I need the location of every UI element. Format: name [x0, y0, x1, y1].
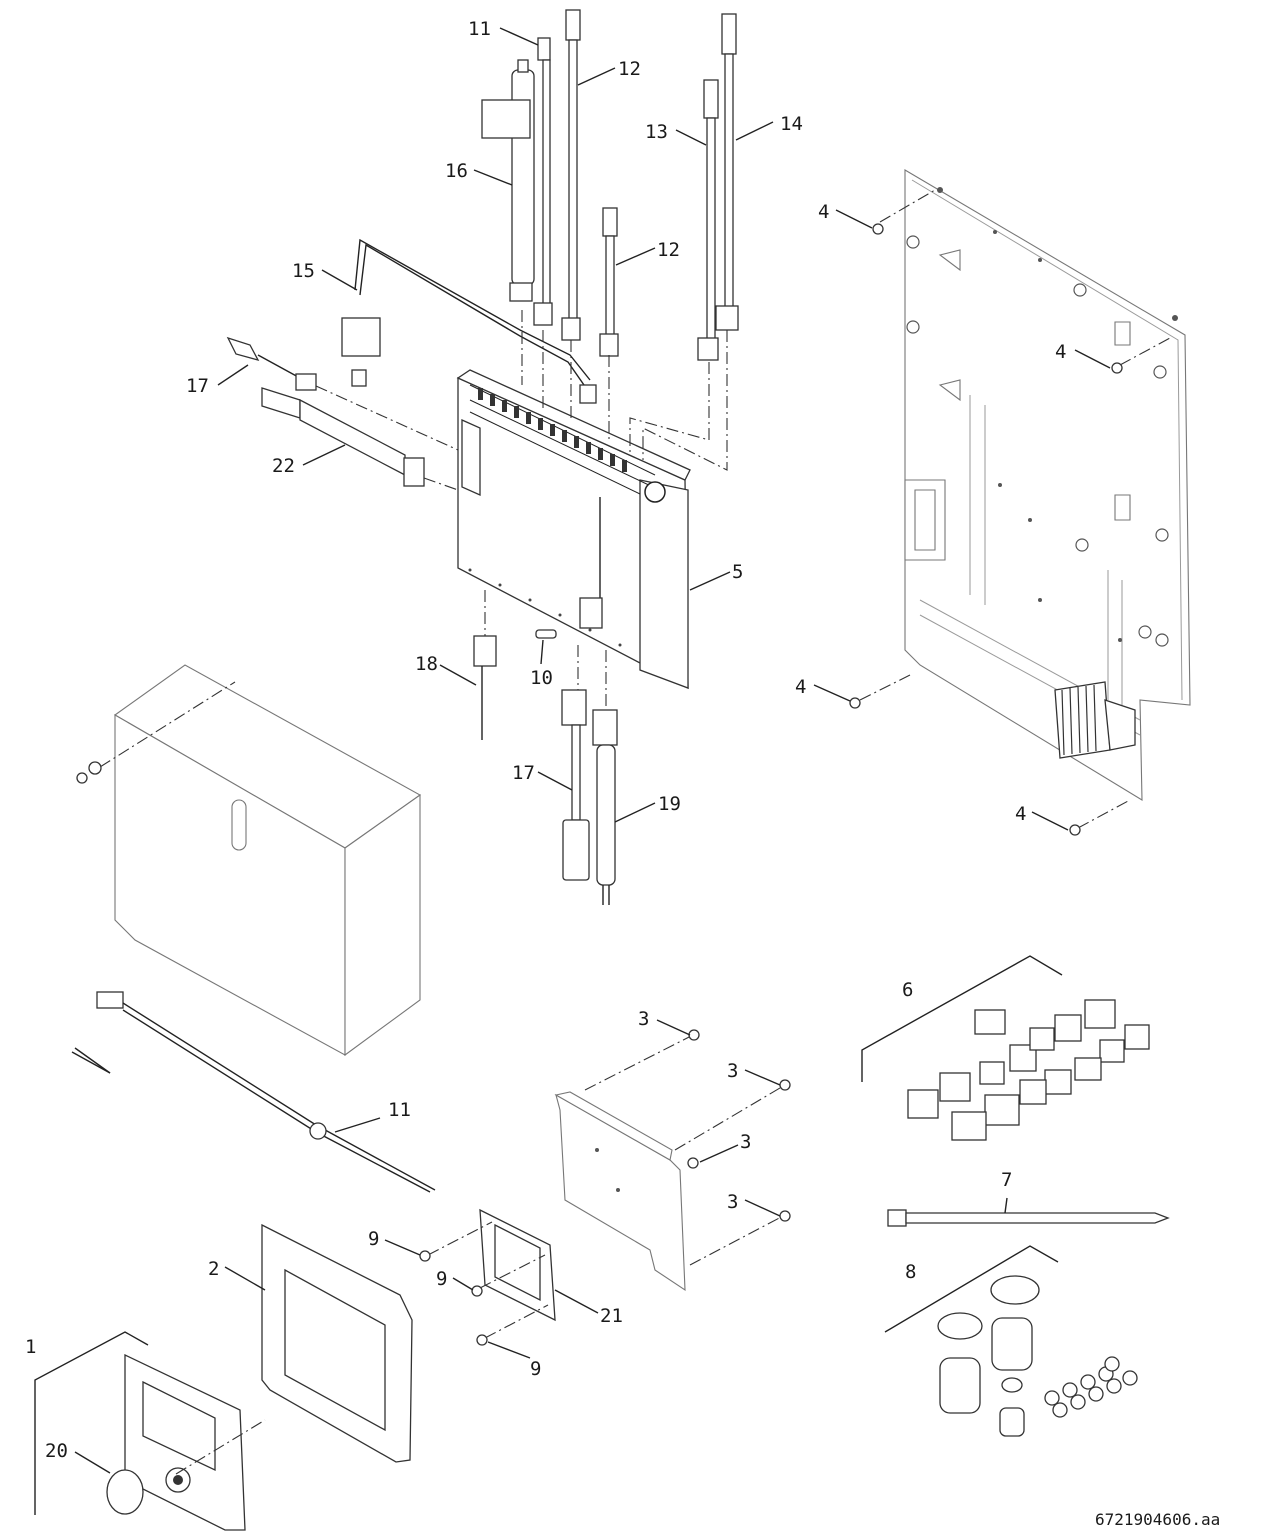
leader-lines [71, 27, 1111, 1359]
figure-number: 6721904606.aa [1095, 1510, 1220, 1529]
callout-20: 20 [45, 1440, 68, 1462]
frame [261, 1223, 413, 1463]
cables-left [226, 336, 425, 487]
callout-11-bottom: 11 [388, 1099, 411, 1121]
callout-2: 2 [208, 1258, 219, 1280]
callout-9-b: 9 [436, 1268, 447, 1290]
callout-4-left: 4 [795, 676, 806, 698]
cable-tie [887, 1209, 1170, 1227]
callout-8: 8 [905, 1261, 916, 1283]
mounting-plate [904, 169, 1191, 801]
control-unit [456, 369, 691, 690]
callout-10: 10 [530, 667, 553, 689]
group-bracket-8 [884, 1245, 1059, 1333]
callout-17-left: 17 [186, 375, 209, 397]
callout-9-a: 9 [368, 1228, 379, 1250]
cable-glands [937, 1275, 1138, 1437]
cable-clamps [907, 999, 1150, 1141]
group-bracket-6 [861, 955, 1063, 1082]
callout-3-a: 3 [638, 1008, 649, 1030]
callout-6: 6 [902, 979, 913, 1001]
callout-14: 14 [780, 113, 803, 135]
cable-11-lower [96, 991, 436, 1193]
callout-4-top: 4 [818, 201, 829, 223]
callout-1: 1 [25, 1336, 36, 1358]
bracket [554, 1091, 686, 1292]
callout-21: 21 [600, 1305, 623, 1327]
callout-18: 18 [415, 653, 438, 675]
mounting-base [479, 1208, 556, 1322]
callout-12-short: 12 [657, 239, 680, 261]
cover [113, 664, 422, 1057]
terminal-block [1054, 681, 1136, 759]
group-bracket-1 [34, 1331, 149, 1515]
callout-11-top: 11 [468, 18, 491, 40]
callout-16: 16 [445, 160, 468, 182]
callout-15: 15 [292, 260, 315, 282]
callout-3-b: 3 [727, 1060, 738, 1082]
callout-3-c: 3 [740, 1131, 751, 1153]
cables-bottom [473, 629, 618, 905]
callout-13: 13 [645, 121, 668, 143]
cables-top [341, 9, 739, 404]
callout-17-bottom: 17 [512, 762, 535, 784]
callout-19: 19 [658, 793, 681, 815]
callout-22: 22 [272, 455, 295, 477]
assembly-lines [99, 189, 1171, 1475]
callout-7: 7 [1001, 1169, 1012, 1191]
callout-4-bottom: 4 [1015, 803, 1026, 825]
callout-3-d: 3 [727, 1191, 738, 1213]
callout-4-right: 4 [1055, 341, 1066, 363]
callout-12-long: 12 [618, 58, 641, 80]
callout-5: 5 [732, 561, 743, 583]
callout-9-c: 9 [530, 1358, 541, 1380]
room-controller [106, 1353, 246, 1531]
